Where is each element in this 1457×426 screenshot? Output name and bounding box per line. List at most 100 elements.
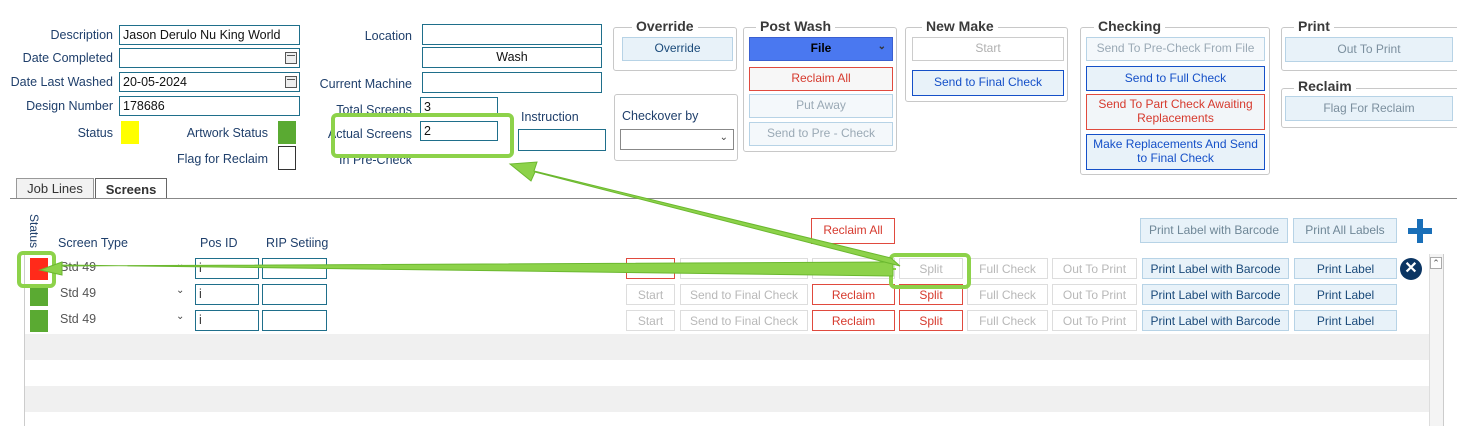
pos-id-field[interactable]: i xyxy=(195,310,259,331)
post-wash-title: Post Wash xyxy=(756,18,836,34)
split-button[interactable]: Split xyxy=(899,284,963,305)
date-completed-field[interactable] xyxy=(119,48,300,68)
send-to-full-check-button[interactable]: Send to Full Check xyxy=(1086,66,1265,91)
instruction-label: Instruction xyxy=(521,110,579,124)
current-machine-label: Current Machine xyxy=(319,77,412,91)
out-to-print-button[interactable]: Out To Print xyxy=(1052,310,1137,331)
print-label-button[interactable]: Print Label xyxy=(1294,284,1397,305)
checkover-group xyxy=(614,94,738,161)
start-button[interactable]: Start xyxy=(912,37,1064,61)
screen-type-header: Screen Type xyxy=(58,236,128,250)
send-to-final-check-button[interactable]: Send to Final Check xyxy=(680,310,808,331)
print-label-barcode-button[interactable]: Print Label with Barcode xyxy=(1142,258,1289,279)
actual-screens-label: Actual Screens xyxy=(327,127,412,141)
calendar-icon[interactable] xyxy=(285,76,297,88)
artwork-status-swatch xyxy=(278,121,296,144)
scrollbar[interactable] xyxy=(1429,254,1443,426)
start-button[interactable]: Start xyxy=(626,310,675,331)
tab-job-lines[interactable]: Job Lines xyxy=(16,178,94,198)
rip-setting-field[interactable] xyxy=(262,310,327,331)
screen-type-select[interactable]: Std 49 xyxy=(60,312,97,326)
checking-title: Checking xyxy=(1094,18,1166,34)
print-all-labels-button[interactable]: Print All Labels xyxy=(1293,218,1397,243)
actual-screens-field[interactable]: 2 xyxy=(420,121,498,141)
screen-type-select[interactable]: Std 49 xyxy=(60,260,97,274)
date-last-washed-label: Date Last Washed xyxy=(10,75,113,89)
reclaim-group xyxy=(1281,88,1457,128)
split-button[interactable]: Split xyxy=(899,310,963,331)
flag-for-reclaim-checkbox[interactable] xyxy=(278,146,296,170)
file-select[interactable]: File⌄ xyxy=(749,37,893,61)
description-field[interactable]: Jason Derulo Nu King World xyxy=(119,25,300,45)
print-label-button[interactable]: Print Label xyxy=(1294,310,1397,331)
full-check-button[interactable]: Full Check xyxy=(967,310,1048,331)
reclaim-button[interactable]: Reclaim xyxy=(812,310,895,331)
print-label-barcode-button[interactable]: Print Label with Barcode xyxy=(1142,310,1289,331)
pos-id-field[interactable]: i xyxy=(195,258,259,279)
artwork-status-label: Artwork Status xyxy=(186,126,268,140)
print-title: Print xyxy=(1294,18,1334,34)
annotation-box-actual-screens xyxy=(331,113,514,158)
status-swatch xyxy=(30,258,48,280)
location-sub-field[interactable]: Wash xyxy=(422,47,602,68)
status-swatch xyxy=(30,284,48,306)
rip-setting-field[interactable] xyxy=(262,284,327,305)
send-to-precheck-from-file-button[interactable]: Send To Pre-Check From File xyxy=(1086,37,1265,61)
flag-for-reclaim-button[interactable]: Flag For Reclaim xyxy=(1285,96,1453,121)
out-to-print-button[interactable]: Out To Print xyxy=(1052,258,1137,279)
start-button[interactable]: Start xyxy=(626,284,675,305)
arrow-to-status xyxy=(38,261,894,277)
print-label-barcode-button[interactable]: Print Label with Barcode xyxy=(1142,284,1289,305)
chevron-down-icon: ⌄ xyxy=(877,41,886,52)
status-label: Status xyxy=(77,126,113,140)
design-number-field[interactable]: 178686 xyxy=(119,96,300,116)
reclaim-all-button[interactable]: Reclaim All xyxy=(811,218,895,244)
chevron-down-icon: ⌄ xyxy=(176,311,185,322)
date-last-washed-field[interactable]: 20-05-2024 xyxy=(119,72,300,92)
location-field[interactable] xyxy=(422,24,602,45)
design-number-label: Design Number xyxy=(26,99,113,113)
out-to-print-button[interactable]: Out To Print xyxy=(1285,37,1453,62)
full-check-button[interactable]: Full Check xyxy=(967,258,1048,279)
pos-id-field[interactable]: i xyxy=(195,284,259,305)
send-to-part-check-button[interactable]: Send To Part Check Awaiting Replacements xyxy=(1086,94,1265,130)
tab-divider xyxy=(10,198,1457,199)
add-icon[interactable] xyxy=(1408,219,1432,243)
reclaim-all-button[interactable]: Reclaim All xyxy=(749,67,893,91)
location-label: Location xyxy=(364,29,412,43)
send-to-precheck-button[interactable]: Send to Pre - Check xyxy=(749,122,893,146)
checkover-select[interactable]: ⌄ xyxy=(620,129,734,150)
arrow-to-actual-screens xyxy=(508,161,901,267)
screens-grid xyxy=(24,254,1444,426)
status-header: Status xyxy=(27,214,41,249)
reclaim-button[interactable]: Reclaim xyxy=(812,284,895,305)
chevron-down-icon: ⌄ xyxy=(176,259,185,270)
put-away-button[interactable]: Put Away xyxy=(749,94,893,118)
print-label-barcode-button[interactable]: Print Label with Barcode xyxy=(1140,218,1288,243)
screen-type-select[interactable]: Std 49 xyxy=(60,286,97,300)
empty-row xyxy=(25,334,1443,360)
calendar-icon[interactable] xyxy=(285,52,297,64)
print-group xyxy=(1281,27,1457,71)
override-button[interactable]: Override xyxy=(622,37,733,61)
rip-setting-header: RIP Setiing xyxy=(266,236,329,250)
send-to-final-check-button[interactable]: Send to Final Check xyxy=(680,284,808,305)
out-to-print-button[interactable]: Out To Print xyxy=(1052,284,1137,305)
flag-for-reclaim-label: Flag for Reclaim xyxy=(177,152,268,166)
status-swatch xyxy=(30,310,48,332)
chevron-down-icon: ⌄ xyxy=(719,132,728,143)
make-replacements-button[interactable]: Make Replacements And Send to Final Chec… xyxy=(1086,134,1265,170)
override-title: Override xyxy=(632,18,698,34)
close-icon[interactable]: ✕ xyxy=(1400,258,1422,280)
instruction-field[interactable] xyxy=(518,129,606,151)
current-machine-field[interactable] xyxy=(422,72,602,93)
scroll-up-icon[interactable]: ⌃ xyxy=(1430,257,1442,269)
empty-row xyxy=(25,386,1443,412)
tab-screens[interactable]: Screens xyxy=(95,178,167,199)
split-button[interactable]: Split xyxy=(899,258,963,279)
print-label-button[interactable]: Print Label xyxy=(1294,258,1397,279)
date-completed-label: Date Completed xyxy=(22,51,113,65)
full-check-button[interactable]: Full Check xyxy=(967,284,1048,305)
send-to-final-check-button[interactable]: Send to Final Check xyxy=(912,70,1064,96)
